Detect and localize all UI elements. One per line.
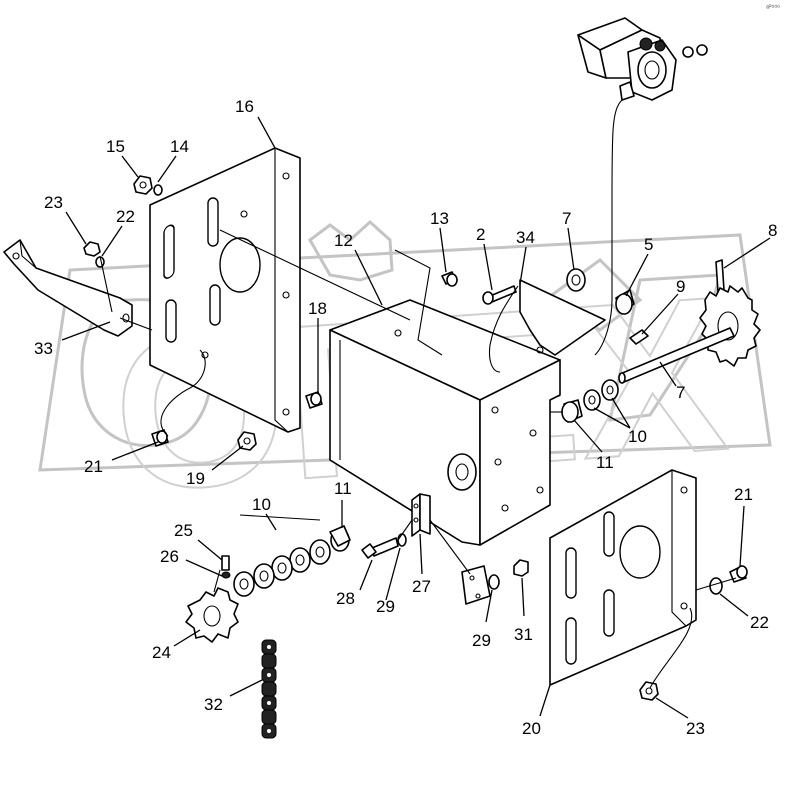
key-part-9 — [629, 329, 649, 345]
callout-23: 23 — [686, 719, 705, 738]
clamp-part-27 — [411, 493, 491, 605]
bolt-part-21-left — [151, 349, 206, 447]
callout-2: 2 — [476, 225, 485, 244]
washer-part-29-left — [397, 533, 407, 547]
setscrew-part-25 — [221, 555, 230, 571]
callout-16: 16 — [235, 97, 254, 116]
nut-part-15 — [133, 175, 153, 195]
washer-part-14 — [153, 184, 163, 196]
chain-part-32 — [261, 639, 277, 739]
washer-part-29-right — [488, 574, 500, 590]
callout-13: 13 — [430, 209, 449, 228]
callout-19: 19 — [186, 469, 205, 488]
callout-14: 14 — [170, 137, 189, 156]
corner-code: ᵃᴾ⁰⁰⁰ — [766, 4, 780, 12]
callout-26: 26 — [160, 547, 179, 566]
callout-8: 8 — [768, 221, 777, 240]
nut-part-23-left — [83, 241, 101, 257]
callout-24: 24 — [152, 643, 171, 662]
gear-sprocket-part-8 — [699, 259, 761, 367]
callout-15: 15 — [106, 137, 125, 156]
washers-part-10-right — [583, 379, 619, 411]
leader-lines — [61, 116, 771, 719]
callout-21: 21 — [734, 485, 753, 504]
callout-9: 9 — [676, 277, 685, 296]
sprocket-part-24 — [185, 587, 239, 643]
bolt-part-18 — [305, 391, 323, 409]
center-housing-part-12 — [329, 299, 561, 546]
inner-cover-outline — [394, 249, 443, 356]
callout-32: 32 — [204, 695, 223, 714]
shaft-part-7 — [618, 327, 735, 384]
callout-25: 25 — [174, 521, 193, 540]
callout-29: 29 — [472, 631, 491, 650]
callout-10: 10 — [628, 427, 647, 446]
callout-34: 34 — [516, 228, 535, 247]
callout-31: 31 — [514, 625, 533, 644]
callout-22: 22 — [116, 207, 135, 226]
callout-10: 10 — [252, 495, 271, 514]
callout-7: 7 — [676, 383, 685, 402]
washer-part-22-right — [709, 577, 723, 595]
callout-33: 33 — [34, 339, 53, 358]
assembly-axis-lines — [99, 229, 737, 689]
screw-part-13 — [441, 271, 458, 287]
callout-22: 22 — [750, 613, 769, 632]
nut-part-31 — [513, 559, 529, 577]
nut-part-19 — [237, 431, 257, 451]
right-mounting-plate-part-20 — [549, 469, 697, 686]
callout-27: 27 — [412, 577, 431, 596]
callout-28: 28 — [336, 589, 355, 608]
washers-part-10-left — [233, 539, 331, 597]
callout-21: 21 — [84, 457, 103, 476]
bushing-part-5 — [615, 289, 635, 315]
wire-part-34 — [488, 285, 519, 373]
nut-part-23-right — [639, 681, 659, 701]
callout-5: 5 — [644, 235, 653, 254]
callout-20: 20 — [522, 719, 541, 738]
callout-23: 23 — [44, 193, 63, 212]
bracket-part-33 — [3, 239, 133, 337]
callout-29: 29 — [376, 597, 395, 616]
callout-11: 11 — [596, 453, 614, 472]
washer-part-7-top — [566, 268, 586, 292]
bolt-part-2 — [482, 285, 517, 305]
top-plate-part-34 — [519, 279, 606, 356]
callout-18: 18 — [308, 299, 327, 318]
callout-11: 11 — [334, 479, 352, 498]
bushing-part-11-right — [561, 399, 583, 423]
callout-7: 7 — [562, 209, 571, 228]
bushing-part-11-left — [329, 525, 351, 552]
setscrew-part-26 — [221, 571, 231, 579]
bolt-part-21-right — [729, 565, 748, 583]
callout-12: 12 — [334, 231, 353, 250]
callout-labels: 16 15 14 23 22 33 13 12 2 34 7 8 5 9 7 1… — [34, 97, 777, 738]
bolt-part-28 — [361, 537, 399, 559]
motor-assembly — [577, 17, 708, 356]
